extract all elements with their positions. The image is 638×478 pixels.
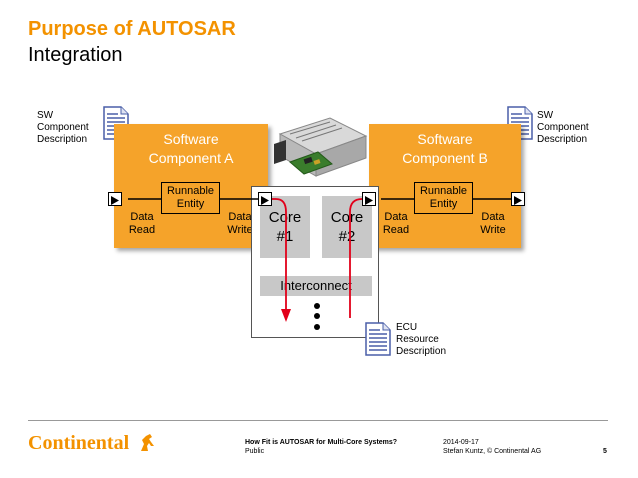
swc-b-write-port — [511, 192, 525, 206]
swc-a-read-port-play-icon — [111, 196, 119, 205]
swc-a-title-line1: Software — [163, 131, 219, 147]
swc-b-read-port-play-icon — [365, 196, 373, 205]
swc-b-read-line1: Data — [384, 211, 408, 223]
swc-b-data-read-label: Data Read — [378, 211, 414, 237]
swc-a-read-line2: Read — [128, 224, 156, 236]
ecu-hardware-image — [274, 117, 368, 177]
footer-date: 2014-09-17 — [443, 439, 479, 446]
ecu-doc-label-line2: Resource — [396, 334, 439, 345]
core-1-label: Core #1 — [258, 208, 312, 246]
footer-classification: Public — [245, 448, 265, 455]
ecu-document-icon — [365, 322, 391, 356]
swc-a-data-read-label: Data Read — [124, 211, 160, 237]
ecu-doc-label-line3: Description — [396, 346, 447, 357]
swc-a-write-port-play-icon — [261, 196, 269, 205]
footer-divider — [28, 420, 608, 421]
swc-a-read-line1: Data — [130, 211, 154, 223]
core-1-label-line1: Core — [268, 209, 302, 226]
core-2 — [322, 196, 372, 258]
right-doc-label-line3: Description — [537, 134, 588, 145]
swc-b-read-line2: Read — [382, 224, 410, 236]
swc-b-runnable-line2: Entity — [429, 198, 458, 210]
core-2-label: Core #2 — [320, 208, 374, 246]
swc-a-read-port — [108, 192, 122, 206]
right-doc-label-line1: SW — [537, 110, 554, 121]
right-doc-label-line2: Component — [537, 122, 589, 133]
core-1-label-line2: #1 — [276, 228, 294, 245]
footer-talk-title: How Fit is AUTOSAR for Multi-Core System… — [245, 438, 397, 447]
left-doc-label-line3: Description — [37, 134, 88, 145]
swc-a-runnable-line2: Entity — [176, 198, 205, 210]
swc-b-title-line1: Software — [417, 131, 473, 147]
footer-author: Stefan Kuntz, © Continental AG — [443, 448, 542, 455]
swc-a-write-line1: Data — [228, 211, 252, 223]
ecu-doc-label: ECU Resource Description — [396, 322, 446, 358]
swc-a-runnable-line1: Runnable — [166, 185, 215, 197]
swc-b-write-line1: Data — [481, 211, 505, 223]
swc-b-runnable-entity: Runnable Entity — [414, 182, 473, 214]
continental-logo: Continental — [28, 432, 130, 454]
core-2-label-line2: #2 — [338, 228, 356, 245]
page-title: Purpose of AUTOSAR — [28, 18, 236, 40]
swc-b-title-line2: Component B — [402, 150, 488, 166]
swc-a-write-line2: Write — [227, 224, 253, 236]
page-subtitle: Integration — [28, 44, 123, 66]
swc-a-data-write-label: Data Write — [222, 211, 258, 237]
left-doc-label-line1: SW — [37, 110, 54, 121]
swc-a-title-line2: Component A — [148, 150, 234, 166]
left-doc-label: SW Component Description — [37, 110, 89, 146]
swc-b-write-port-play-icon — [514, 196, 522, 205]
footer-talk-title-text: How Fit is AUTOSAR for Multi-Core System… — [245, 439, 398, 446]
left-doc-label-line2: Component — [37, 122, 89, 133]
right-doc-label: SW Component Description — [537, 110, 589, 146]
swc-b-write-line2: Write — [480, 224, 506, 236]
interconnect: Interconnect — [260, 276, 372, 296]
swc-a-runnable-entity: Runnable Entity — [161, 182, 220, 214]
swc-b-runnable-line1: Runnable — [419, 185, 468, 197]
core-2-label-line1: Core — [330, 209, 364, 226]
swc-b-read-port — [362, 192, 376, 206]
horse-logo-icon — [141, 434, 154, 451]
page-number: 5 — [603, 448, 607, 455]
ecu-doc-label-line1: ECU — [396, 322, 418, 333]
swc-a-write-port — [258, 192, 272, 206]
swc-b-data-write-label: Data Write — [475, 211, 511, 237]
